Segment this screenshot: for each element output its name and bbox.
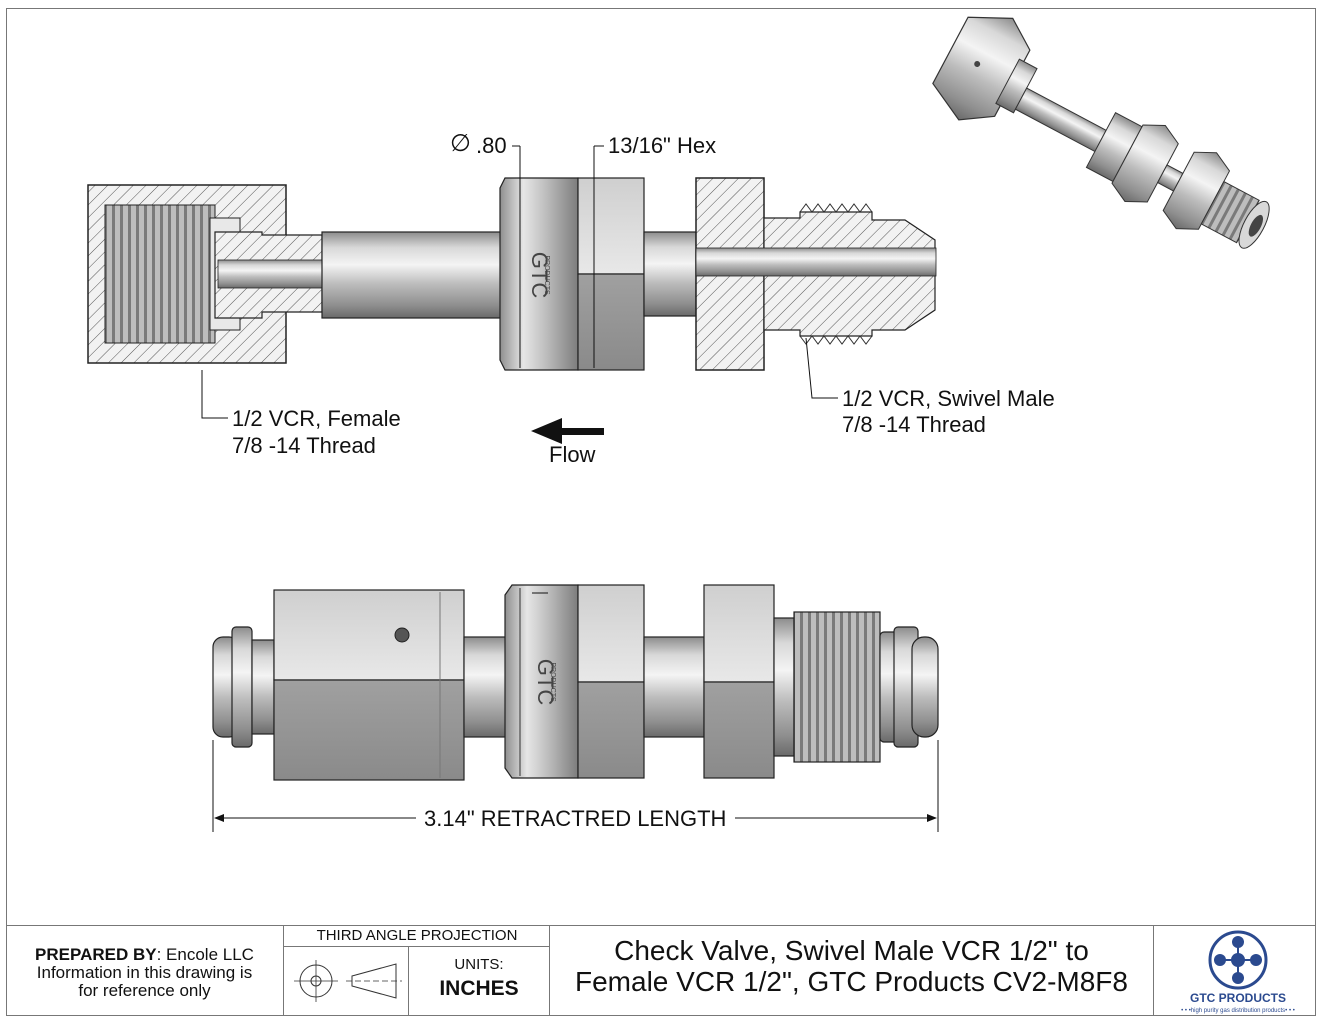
flow-label: Flow xyxy=(549,442,596,467)
hex-label: 13/16" Hex xyxy=(608,133,717,158)
length-label: 3.14" RETRACTRED LENGTH xyxy=(424,806,727,831)
projection-cell: THIRD ANGLE PROJECTION UNITS: INCHES xyxy=(284,926,550,1016)
female-gland-section xyxy=(214,231,323,319)
third-angle-projection-icon xyxy=(284,946,409,1016)
units-label: UNITS: xyxy=(454,956,504,973)
logo-tagline: • • •high purity gas distribution produc… xyxy=(1181,1008,1295,1014)
units-cell: UNITS: INCHES xyxy=(408,946,550,1016)
female-callout-line2: 7/8 -14 Thread xyxy=(232,433,376,458)
drawing-canvas: GTC PRODUCTS xyxy=(87,16,1270,832)
info-line2: for reference only xyxy=(78,981,211,1000)
projection-label: THIRD ANGLE PROJECTION xyxy=(284,926,550,947)
male-callout-line2: 7/8 -14 Thread xyxy=(842,412,986,437)
prepared-value: : Encole LLC xyxy=(156,945,254,964)
title-line2: Female VCR 1/2", GTC Products CV2-M8F8 xyxy=(575,966,1128,997)
body-tube xyxy=(321,231,513,319)
diameter-label: .80 xyxy=(476,133,507,158)
title-line1: Check Valve, Swivel Male VCR 1/2" to xyxy=(614,935,1089,966)
title-block: PREPARED BY: Encole LLC Information in t… xyxy=(6,925,1316,1016)
gtc-mark: GTC xyxy=(527,252,552,299)
drawing-sheet xyxy=(6,8,1316,1016)
section-view: GTC PRODUCTS xyxy=(87,145,937,444)
prepared-by-cell: PREPARED BY: Encole LLC Information in t… xyxy=(6,926,284,1016)
drawing-title: Check Valve, Swivel Male VCR 1/2" to Fem… xyxy=(550,926,1154,1016)
hex-dimension xyxy=(593,145,604,368)
diameter-symbol: ∅ xyxy=(450,130,471,157)
male-leader xyxy=(805,337,838,399)
units-value: INCHES xyxy=(439,977,519,1000)
side-view: GTC PRODUCTS xyxy=(212,584,939,832)
check-valve-body: GTC PRODUCTS xyxy=(499,177,645,371)
female-leader xyxy=(201,370,228,419)
middle-tube xyxy=(643,231,697,317)
prepared-label: PREPARED BY xyxy=(35,945,157,964)
diameter-dimension xyxy=(512,145,521,368)
logo-text: GTC PRODUCTS xyxy=(1190,991,1286,1005)
male-callout-line1: 1/2 VCR, Swivel Male xyxy=(842,386,1055,411)
female-callout-line1: 1/2 VCR, Female xyxy=(232,406,401,431)
gtc-mark-side: GTC xyxy=(533,659,558,706)
info-line1: Information in this drawing is xyxy=(36,963,253,982)
vent-hole xyxy=(394,627,410,643)
gtc-mark-side-sub: PRODUCTS xyxy=(549,662,556,702)
isometric-view xyxy=(932,16,1270,249)
flow-arrow-icon xyxy=(531,418,604,444)
male-swivel-section xyxy=(695,177,937,371)
gtc-logo: GTC PRODUCTS • • •high purity gas distri… xyxy=(1154,926,1316,1016)
gtc-mark-sub: PRODUCTS xyxy=(543,255,550,295)
